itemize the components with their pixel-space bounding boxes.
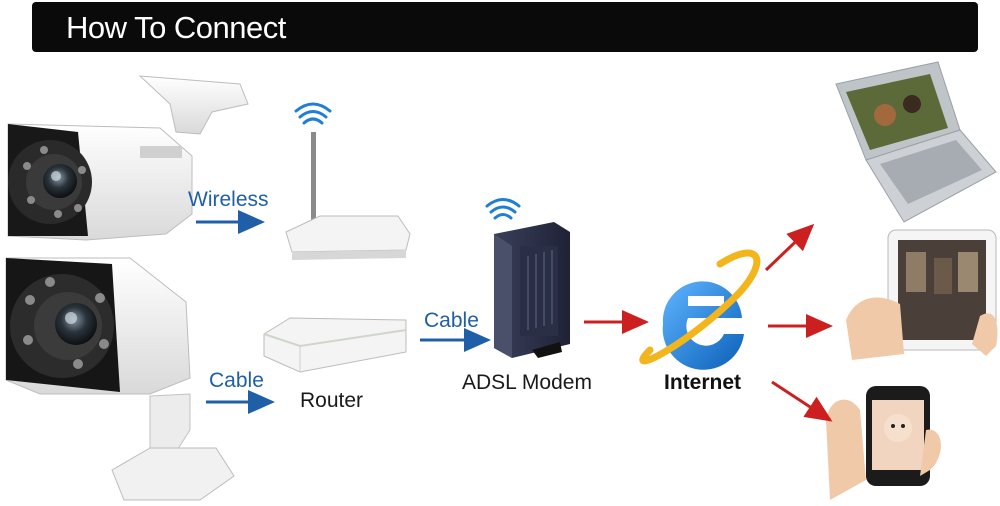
header-bar: How To Connect — [32, 2, 978, 52]
smartphone-icon — [826, 386, 941, 500]
adsl-modem-icon — [494, 222, 570, 358]
router-icon — [263, 317, 407, 373]
wireless-router-icon — [285, 132, 411, 260]
router-label: Router — [300, 389, 364, 412]
wireless-label: Wireless — [188, 188, 269, 211]
wifi-signal-icon — [485, 198, 521, 220]
internet-explorer-icon — [639, 249, 761, 370]
laptop-arrow — [764, 223, 815, 272]
internet-label: Internet — [664, 371, 742, 394]
wifi-signal-icon — [294, 102, 332, 125]
camera-icon — [7, 75, 249, 241]
laptop-icon — [835, 61, 997, 223]
modem-cable-label: Cable — [424, 309, 479, 332]
modem-label: ADSL Modem — [462, 371, 592, 394]
camera-cable-label: Cable — [209, 369, 264, 392]
camera-icon — [5, 257, 235, 501]
smartphone-arrow — [771, 380, 833, 422]
tablet-icon — [846, 229, 998, 360]
page-title: How To Connect — [66, 10, 286, 45]
